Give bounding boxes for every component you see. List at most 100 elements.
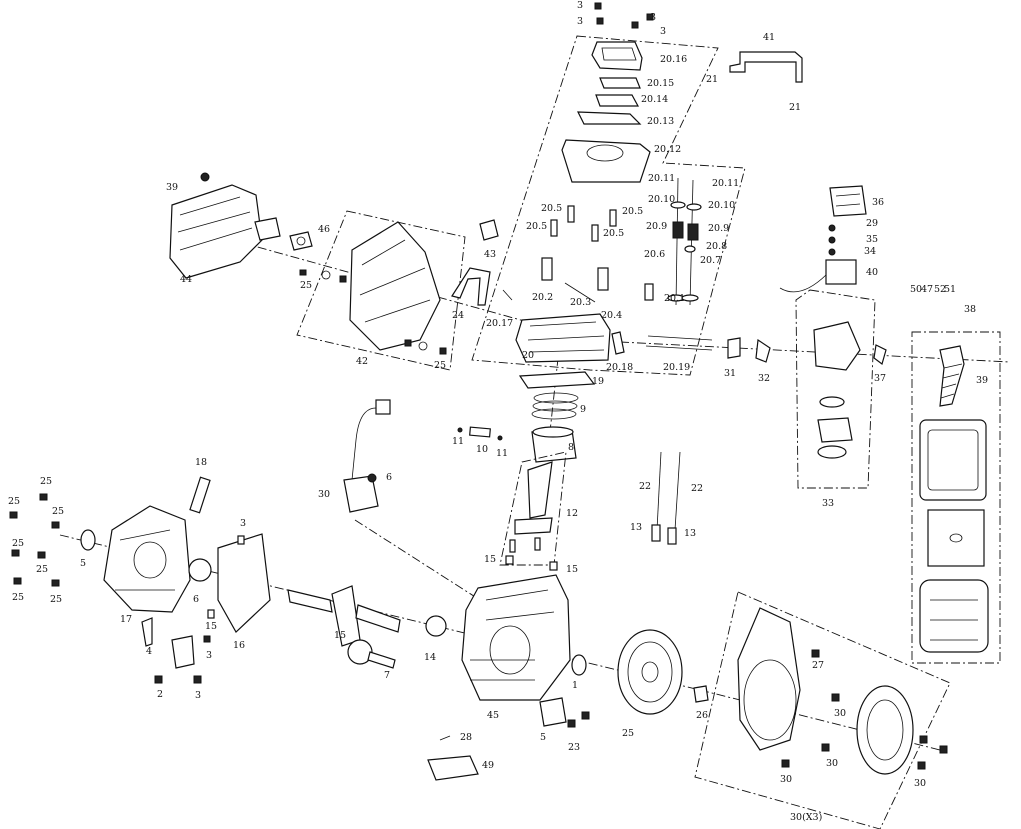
part-label: 8 bbox=[568, 442, 574, 453]
piston-8 bbox=[531, 426, 577, 463]
part-label: 16 bbox=[233, 640, 245, 651]
part-label: 42 bbox=[356, 356, 368, 367]
part-label: 20.1 bbox=[664, 293, 685, 304]
part-label: 3 bbox=[660, 26, 666, 37]
gasket-37 bbox=[873, 344, 887, 366]
center-axis bbox=[354, 519, 481, 601]
part-label: 5 bbox=[80, 558, 86, 569]
part-label: 13 bbox=[684, 528, 696, 539]
part-label: 23 bbox=[568, 742, 580, 753]
part-label: 9 bbox=[580, 404, 586, 415]
part-label: 29 bbox=[866, 218, 878, 229]
handle-bar-41 bbox=[729, 51, 803, 83]
part-label: 13 bbox=[630, 522, 642, 533]
part-label: 26 bbox=[696, 710, 708, 721]
part-label: 3 bbox=[206, 650, 212, 661]
part-label: 30(X3) bbox=[790, 812, 822, 823]
part-label: 20.9 bbox=[646, 221, 667, 232]
part-label: 17 bbox=[120, 614, 132, 625]
part-label: 30 bbox=[914, 778, 926, 789]
part-label: 49 bbox=[482, 760, 494, 771]
part-label: 20.12 bbox=[654, 144, 681, 155]
part-label: 25 bbox=[434, 360, 446, 371]
part-label: 10 bbox=[476, 444, 488, 455]
piston-pin-10-11 bbox=[457, 426, 503, 441]
rocker-arms bbox=[502, 257, 654, 303]
part-label: 39 bbox=[166, 182, 178, 193]
part-label: 22 bbox=[639, 481, 651, 492]
air-filter-boundary bbox=[911, 331, 1001, 664]
ignition-coil-45 bbox=[343, 399, 391, 513]
part-label: 40 bbox=[866, 267, 878, 278]
carburetor-boundary bbox=[795, 289, 876, 489]
flywheel-26 bbox=[617, 629, 683, 715]
crankshaft-7 bbox=[287, 585, 401, 647]
bearing-6-left bbox=[188, 558, 212, 582]
part-label: 30 bbox=[834, 708, 846, 719]
muffler-flange bbox=[254, 217, 281, 241]
gasket-20-13 bbox=[577, 111, 642, 125]
part-label: 6 bbox=[193, 594, 199, 605]
piston-rings-9 bbox=[531, 392, 579, 420]
pushrods-22 bbox=[656, 451, 681, 531]
part-label: 20.5 bbox=[541, 203, 562, 214]
part-label: 5 bbox=[540, 732, 546, 743]
part-label: 32 bbox=[758, 373, 770, 384]
part-label: 12 bbox=[566, 508, 578, 519]
part-label: 25 bbox=[12, 592, 24, 603]
oil-seal-5-left bbox=[80, 529, 96, 551]
part-label: 20.11 bbox=[648, 173, 675, 184]
muffler-cover-boundary bbox=[296, 210, 466, 371]
fuel-tap-48-49 bbox=[427, 735, 479, 781]
part-label: 20.3 bbox=[570, 297, 591, 308]
part-label: 1 bbox=[572, 680, 578, 691]
part-label: 20.14 bbox=[641, 94, 668, 105]
bolts-30 bbox=[781, 649, 948, 770]
part-label: 39 bbox=[976, 375, 988, 386]
fan-cover-boundary bbox=[694, 591, 951, 829]
part-label: 20.4 bbox=[601, 310, 622, 321]
part-label: 20.8 bbox=[706, 241, 727, 252]
part-label: 36 bbox=[872, 197, 884, 208]
part-label: 20.16 bbox=[660, 54, 687, 65]
part-label: 20 bbox=[522, 350, 534, 361]
carburetor-body bbox=[813, 321, 861, 459]
muffler-44 bbox=[169, 172, 263, 279]
part-label: 46 bbox=[318, 224, 330, 235]
filter-housing bbox=[919, 419, 987, 501]
part-label: 6 bbox=[386, 472, 392, 483]
part-label: 7 bbox=[384, 670, 390, 681]
valve-train-left bbox=[667, 177, 686, 306]
recoil-starter bbox=[856, 685, 914, 775]
part-label: 25 bbox=[40, 476, 52, 487]
part-label: 25 bbox=[12, 538, 24, 549]
pushrods-20-19 bbox=[645, 335, 713, 351]
mount-2 bbox=[171, 635, 195, 669]
part-label: 4 bbox=[146, 646, 152, 657]
part-label: 3 bbox=[195, 690, 201, 701]
part-label: 24 bbox=[452, 310, 464, 321]
part-label: 20.10 bbox=[708, 200, 735, 211]
part-label: 52 bbox=[934, 284, 946, 295]
nut-27 bbox=[693, 685, 709, 703]
part-label: 30 bbox=[780, 774, 792, 785]
bearing-6-right bbox=[425, 615, 447, 637]
rocker-cover-20-12 bbox=[561, 139, 651, 183]
filter-element bbox=[927, 509, 985, 567]
oil-dipstick-18 bbox=[189, 476, 211, 514]
part-label: 15 bbox=[205, 621, 217, 632]
part-label: 30 bbox=[826, 758, 838, 769]
part-label: 25 bbox=[52, 506, 64, 517]
part-label: 3 bbox=[577, 0, 583, 11]
bolts-3-bottom bbox=[154, 635, 211, 684]
air-intake-hose bbox=[939, 345, 965, 407]
crankcase-cover-17 bbox=[103, 505, 191, 613]
part-label: 45 bbox=[487, 710, 499, 721]
part-label: 3 bbox=[650, 12, 656, 23]
muffler-cover-42 bbox=[349, 221, 441, 351]
part-label: 28 bbox=[460, 732, 472, 743]
part-label: 14 bbox=[424, 652, 436, 663]
valve-train-right bbox=[681, 179, 702, 306]
part-label: 15 bbox=[334, 630, 346, 641]
